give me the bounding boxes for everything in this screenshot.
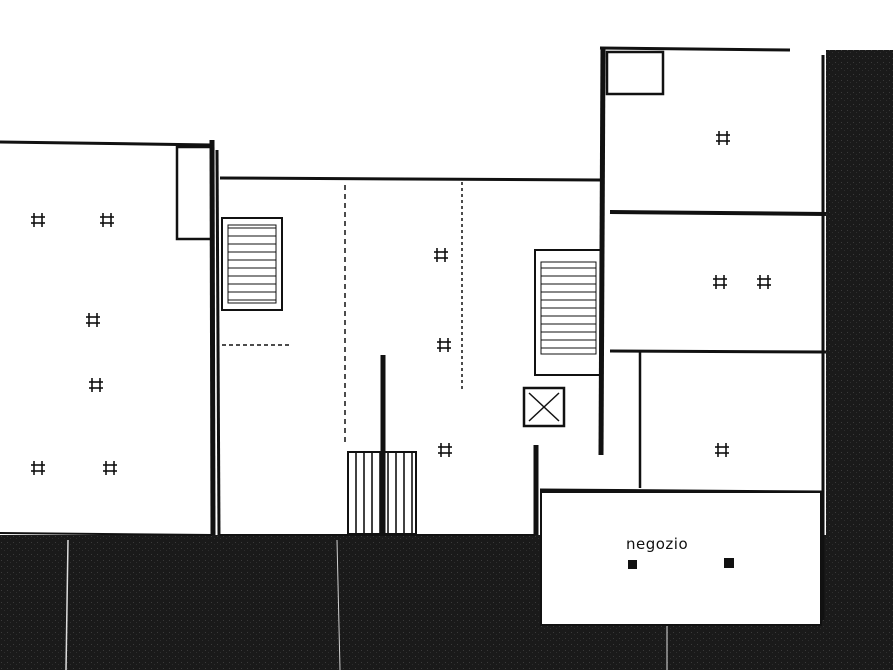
stair-well-left (221, 217, 283, 311)
wall (599, 46, 791, 52)
balcony (605, 50, 665, 96)
room-label-negozio: negozio (626, 535, 688, 553)
pillar-mark (103, 461, 117, 475)
pillar (628, 560, 637, 569)
fixture-marks (31, 131, 771, 475)
pillar-mark (434, 248, 448, 262)
pillar-mark (89, 378, 103, 392)
pillar-mark (86, 313, 100, 327)
pillar-mark (437, 338, 451, 352)
pillar-mark (100, 213, 114, 227)
crack-line (65, 539, 69, 670)
left-wing (0, 139, 216, 536)
wall (0, 532, 213, 536)
middle-wing (215, 149, 601, 536)
wall (215, 149, 221, 536)
wall (609, 349, 827, 354)
pillar (724, 558, 734, 568)
crack-line (336, 539, 341, 670)
pillar-mark (757, 275, 771, 289)
wall (609, 210, 827, 216)
stair-steps-right (540, 261, 597, 355)
shop-unit: negozio (540, 491, 822, 626)
stair-core (522, 47, 606, 535)
right-dark-area (826, 50, 893, 670)
wall (219, 176, 601, 182)
wall (0, 140, 213, 147)
shaft (175, 145, 215, 241)
wall (598, 47, 606, 456)
lift-cross (528, 392, 560, 422)
shop-floor (540, 491, 822, 626)
pillar-mark (715, 443, 729, 457)
pillar-mark (713, 275, 727, 289)
pillar-mark (438, 443, 452, 457)
pillar-mark (31, 461, 45, 475)
lift-shaft (522, 386, 566, 428)
pillar-mark (31, 213, 45, 227)
pillar-mark (716, 131, 730, 145)
stair-steps-left (227, 224, 277, 304)
